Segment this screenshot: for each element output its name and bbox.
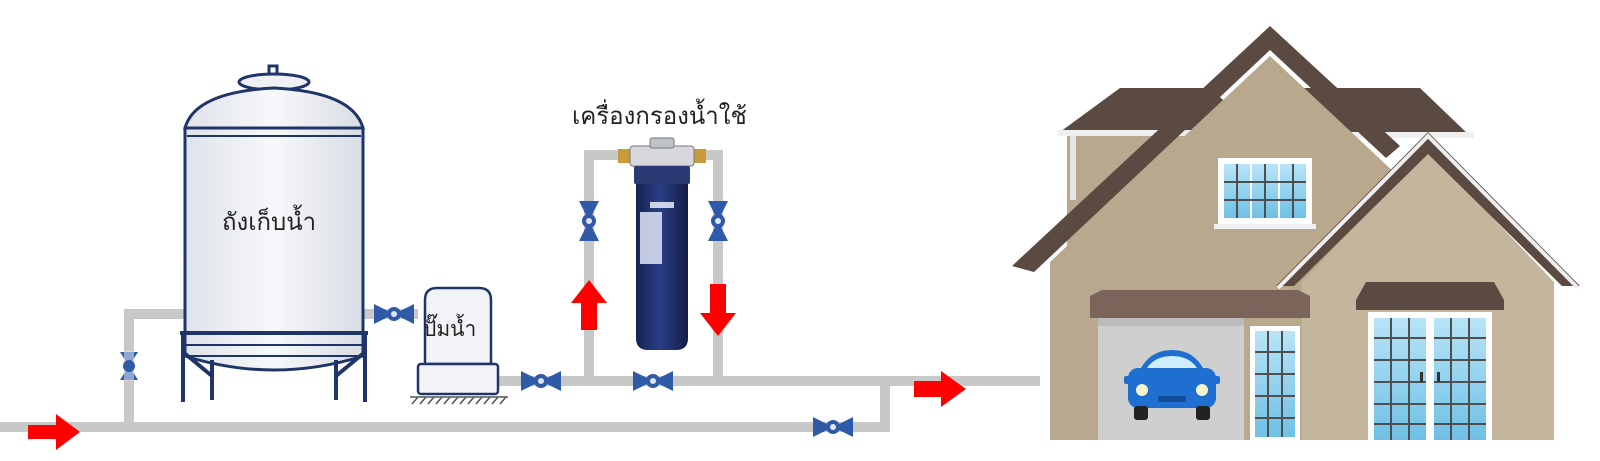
house-main-roof — [1012, 26, 1400, 272]
water-filter — [618, 137, 706, 350]
arrow-up-filter-icon — [571, 280, 607, 330]
house-front-roof — [1276, 132, 1580, 286]
filter-logo — [650, 202, 674, 208]
pipe-filter-left-riser — [584, 150, 594, 386]
filter-label: เครื่องกรองน้ำใช้ — [572, 102, 747, 130]
flow-arrows — [28, 280, 966, 450]
water-tank — [180, 64, 368, 402]
front-door-awning — [1356, 282, 1504, 310]
car-icon — [1124, 350, 1220, 420]
filter-outlet-fitting — [694, 149, 706, 163]
pipe-bypass-vertical — [880, 376, 890, 432]
valve-filter-outlet[interactable] — [708, 201, 728, 241]
valve-bottom-main[interactable] — [813, 417, 853, 437]
arrow-right-house-icon — [914, 371, 966, 407]
pipe-tank-inlet-horizontal — [124, 309, 188, 319]
pump-base — [416, 362, 500, 396]
filter-valve-knob — [649, 137, 675, 149]
tank-stand — [180, 331, 368, 402]
valve-pump-outlet[interactable] — [521, 371, 561, 391]
filter-head — [629, 145, 695, 167]
filter-inlet-fitting — [618, 149, 630, 163]
pipe-bottom-main — [0, 422, 890, 432]
pipe-pump-outlet — [490, 376, 1040, 386]
pipe-filter-top-left — [584, 150, 634, 160]
pump-ground-hatch — [410, 396, 508, 405]
pipe-filter-top-right — [690, 150, 723, 160]
tank-label: ถังเก็บน้ำ — [222, 208, 317, 236]
tank-dome — [183, 86, 365, 130]
filter-sticker — [640, 212, 662, 264]
pump-housing — [423, 286, 493, 366]
house — [1012, 26, 1580, 440]
valve-filter-bypass[interactable] — [633, 371, 673, 391]
arrow-down-filter-icon — [700, 284, 736, 336]
pump-label: ปั๊มน้ำ — [423, 317, 477, 341]
valve-tank-inlet[interactable] — [120, 351, 138, 381]
water-pump — [410, 286, 508, 405]
filter-housing — [636, 184, 688, 350]
pipe-network — [0, 150, 1040, 432]
garage-awning — [1090, 290, 1310, 318]
valve-tank-to-pump[interactable] — [374, 304, 414, 324]
house-gutter-pipe — [1070, 136, 1076, 200]
valve-filter-inlet[interactable] — [579, 201, 599, 241]
pipe-filter-right-riser — [713, 150, 723, 386]
arrow-right-inlet-icon — [28, 414, 80, 450]
filter-collar — [634, 166, 690, 184]
